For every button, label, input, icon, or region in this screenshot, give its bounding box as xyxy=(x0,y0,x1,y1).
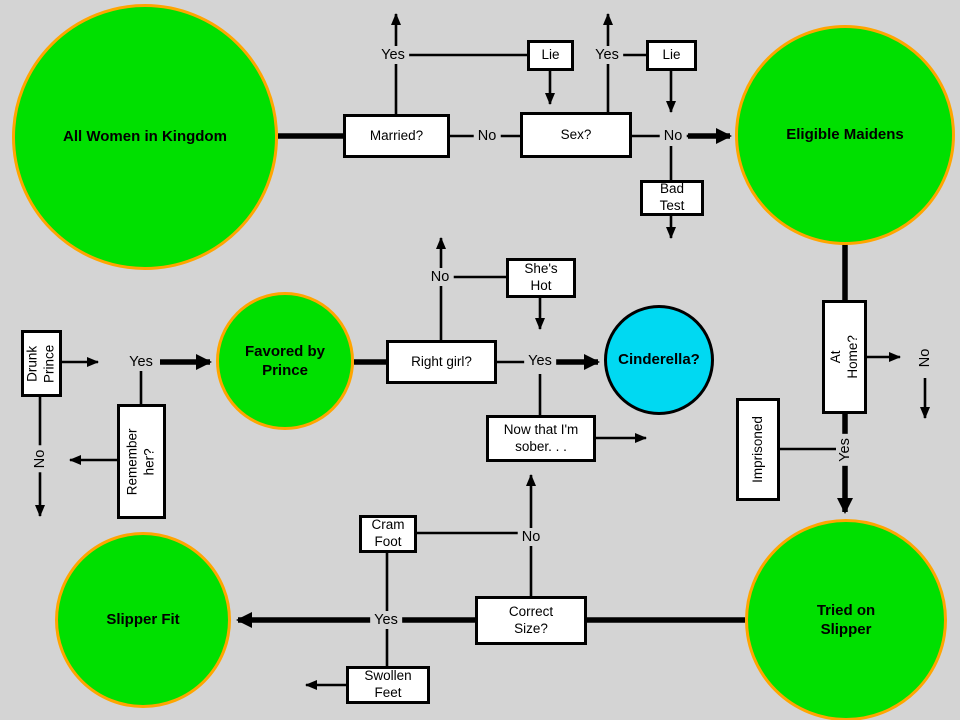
edge-label-no-sex: No xyxy=(659,127,687,145)
node-at-home-label: At Home? xyxy=(827,335,860,379)
node-lie-1: Lie xyxy=(527,40,574,71)
edge-label-no-married: No xyxy=(473,127,501,145)
node-lie-2: Lie xyxy=(646,40,697,71)
node-shes-hot: She's Hot xyxy=(506,258,576,298)
node-married: Married? xyxy=(343,114,450,158)
node-now-sober: Now that I'm sober. . . xyxy=(486,415,596,462)
node-remember-her-label: Remember her? xyxy=(124,428,157,495)
node-swollen-feet: Swollen Feet xyxy=(346,666,430,704)
node-imprisoned: Imprisoned xyxy=(736,398,780,501)
edge-label-yes-sex: Yes xyxy=(591,46,623,64)
node-cram-foot: Cram Foot xyxy=(359,515,417,553)
node-cinderella: Cinderella? xyxy=(604,305,714,415)
node-bad-test: Bad Test xyxy=(640,180,704,216)
node-remember-her: Remember her? xyxy=(117,404,166,519)
node-tried-on-slipper: Tried on Slipper xyxy=(745,519,947,720)
edge-label-no-correct-size: No xyxy=(517,528,545,546)
node-sex: Sex? xyxy=(520,112,632,158)
edge-label-no-remember-her: No xyxy=(31,445,49,473)
node-slipper-fit: Slipper Fit xyxy=(55,532,231,708)
edge-label-yes-married: Yes xyxy=(377,46,409,64)
edge-label-yes-drunk-prince: Yes xyxy=(125,353,157,371)
node-eligible-maidens: Eligible Maidens xyxy=(735,25,955,245)
edge-label-yes-correct-size: Yes xyxy=(370,611,402,629)
edge-label-no-at-home: No xyxy=(916,344,934,372)
edge-label-no-right-girl: No xyxy=(426,268,454,286)
node-at-home: At Home? xyxy=(822,300,867,414)
node-correct-size: Correct Size? xyxy=(475,596,587,645)
edge-label-yes-right-girl: Yes xyxy=(524,352,556,370)
node-right-girl: Right girl? xyxy=(386,340,497,384)
node-drunk-prince: Drunk Prince xyxy=(21,330,62,397)
node-favored-by-prince: Favored by Prince xyxy=(216,292,354,430)
edge-label-yes-at-home: Yes xyxy=(836,434,854,466)
node-imprisoned-label: Imprisoned xyxy=(749,416,765,483)
node-drunk-prince-label: Drunk Prince xyxy=(24,344,57,383)
node-all-women-in-kingdom: All Women in Kingdom xyxy=(12,4,278,270)
